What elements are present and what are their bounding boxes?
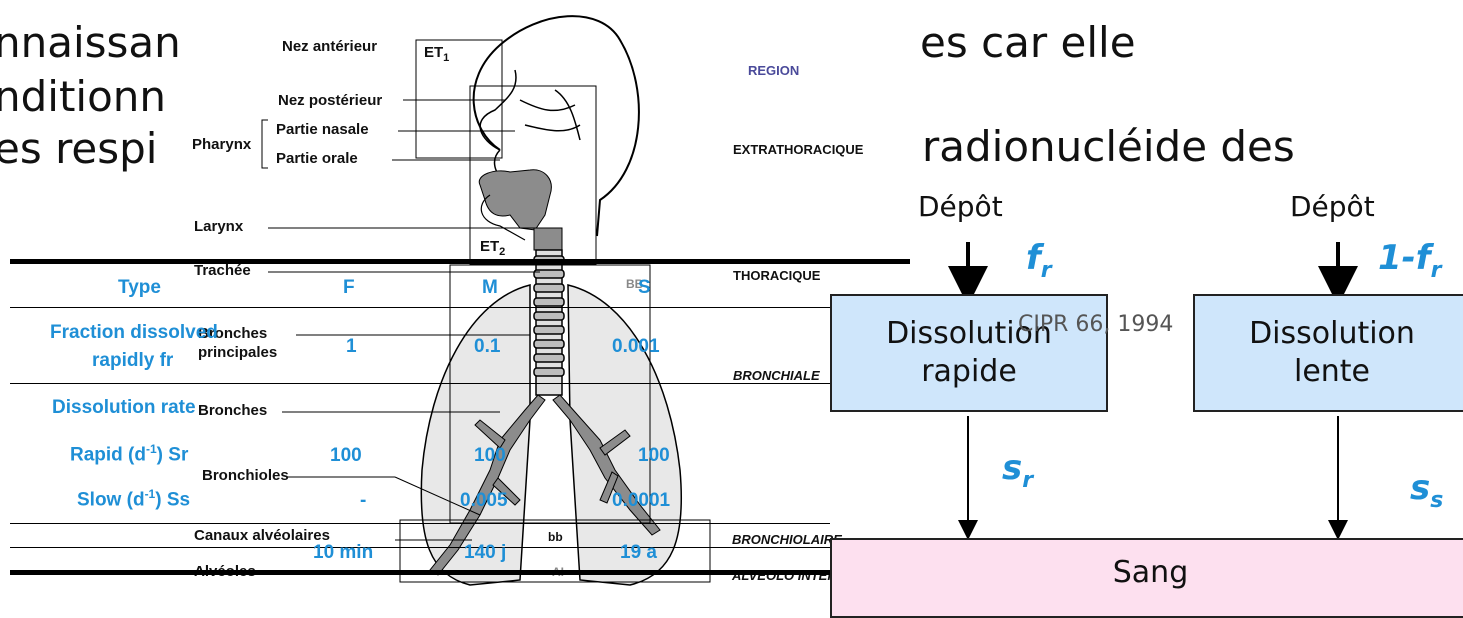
ss-param: ss	[1410, 468, 1443, 513]
citation: CIPR 66, 1994	[1018, 312, 1173, 337]
depot-right-label: Dépôt	[1290, 190, 1375, 223]
fr-param: fr	[1026, 238, 1052, 283]
depot-left-label: Dépôt	[918, 190, 1003, 223]
one-minus-fr-param: 1-fr	[1378, 238, 1441, 283]
dissolution-lente-line1: Dissolution	[1249, 315, 1415, 353]
dissolution-rapide-line2: rapide	[921, 353, 1017, 391]
sang-box: Sang	[830, 538, 1463, 618]
sang-label: Sang	[1113, 554, 1188, 592]
dissolution-lente-line2: lente	[1294, 353, 1370, 391]
sr-param: sr	[1002, 448, 1033, 493]
dissolution-lente-box: Dissolution lente	[1193, 294, 1463, 412]
